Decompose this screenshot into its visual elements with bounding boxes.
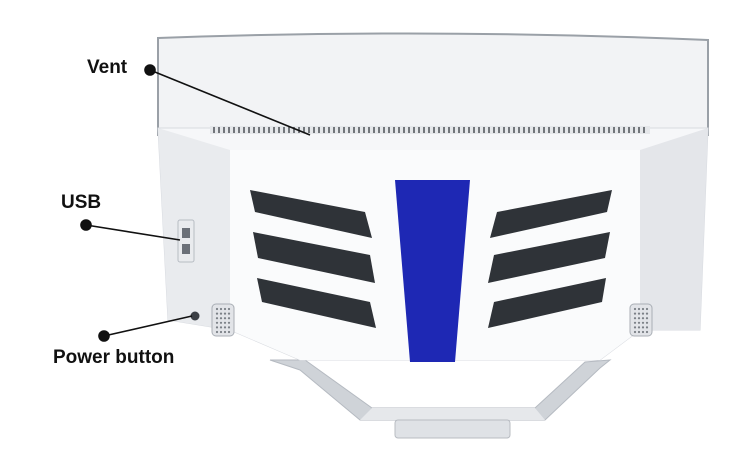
speaker-grille-left xyxy=(211,303,235,337)
grille-hole xyxy=(215,312,219,315)
grille-hole xyxy=(227,321,231,324)
right-vent-slots xyxy=(488,190,612,328)
housing-shade-right xyxy=(640,128,708,330)
grille-hole xyxy=(227,326,231,329)
vent-marker xyxy=(144,64,156,76)
grille-hole xyxy=(641,326,645,329)
usb-ports xyxy=(177,219,195,263)
grille-hole xyxy=(215,321,219,324)
grille-hole xyxy=(645,307,649,311)
grille-hole xyxy=(641,321,645,324)
vent-slot xyxy=(253,232,375,283)
vent-slot xyxy=(257,278,376,328)
grille-hole xyxy=(219,330,223,334)
grille-hole xyxy=(223,321,227,324)
grille-hole xyxy=(215,307,219,311)
grille-hole xyxy=(637,312,641,315)
grille-hole xyxy=(227,317,231,320)
grille-hole xyxy=(645,312,649,315)
vent-strip xyxy=(210,126,650,134)
grille-hole xyxy=(645,326,649,329)
stand xyxy=(269,359,612,439)
grille-hole xyxy=(637,330,641,334)
grille-hole xyxy=(223,326,227,329)
power-button xyxy=(190,311,200,321)
grille-hole xyxy=(645,321,649,324)
usb-leader-line xyxy=(85,224,181,241)
vent-leader-line xyxy=(149,69,311,136)
grille-hole xyxy=(637,326,641,329)
grille-hole xyxy=(641,330,645,334)
vent-slot xyxy=(488,278,606,328)
grille-hole xyxy=(641,307,645,311)
monitor-top-panel xyxy=(157,32,709,136)
grille-hole xyxy=(219,307,223,311)
grille-hole xyxy=(219,326,223,329)
left-vent-slots xyxy=(250,190,376,328)
vent-slot xyxy=(488,232,610,283)
grille-hole xyxy=(223,330,227,334)
grille-hole xyxy=(227,307,231,311)
power-marker xyxy=(98,330,110,342)
vent-slot xyxy=(490,190,612,238)
grille-hole xyxy=(227,330,231,334)
grille-hole xyxy=(223,312,227,315)
grille-hole xyxy=(637,307,641,311)
speaker-grille-right xyxy=(629,303,653,337)
grille-hole xyxy=(645,330,649,334)
grille-hole xyxy=(219,312,223,315)
grille-hole xyxy=(633,326,637,329)
grille-hole xyxy=(633,317,637,320)
grille-hole xyxy=(227,312,231,315)
grille-hole xyxy=(641,312,645,315)
power-leader-line xyxy=(103,315,193,337)
grille-hole xyxy=(633,321,637,324)
grille-hole xyxy=(637,317,641,320)
grille-hole xyxy=(219,321,223,324)
grille-hole xyxy=(215,317,219,320)
grille-hole xyxy=(223,307,227,311)
grille-hole xyxy=(637,321,641,324)
grille-hole xyxy=(633,307,637,311)
blue-accent-stripe xyxy=(395,180,470,362)
callout-leaders xyxy=(80,64,311,342)
vent-slot xyxy=(250,190,372,238)
grille-hole xyxy=(633,330,637,334)
grille-hole xyxy=(633,312,637,315)
grille-hole xyxy=(215,330,219,334)
grille-hole xyxy=(641,317,645,320)
grille-hole xyxy=(645,317,649,320)
usb-marker xyxy=(80,219,92,231)
grille-hole xyxy=(219,317,223,320)
usb-label: USB xyxy=(61,192,102,213)
vent-label: Vent xyxy=(87,57,128,78)
grille-hole xyxy=(215,326,219,329)
power-button-label: Power button xyxy=(53,347,175,368)
grille-hole xyxy=(223,317,227,320)
